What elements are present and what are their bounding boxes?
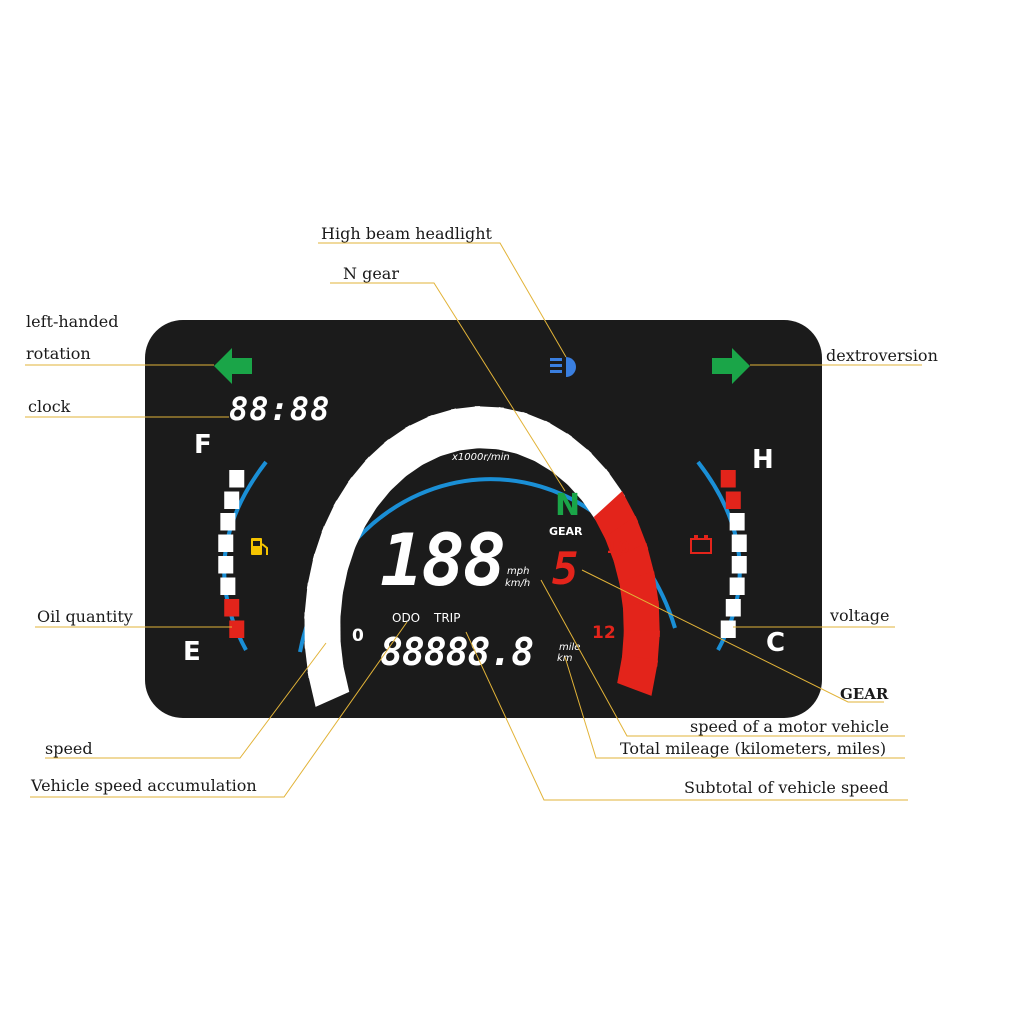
gauge-bar [729, 577, 745, 595]
rpm-tick-10: 10 [606, 538, 630, 558]
rpm-tick-8: 8 [563, 461, 575, 481]
fuel-empty-label: E [183, 637, 201, 667]
gauge-bar [725, 599, 741, 617]
callout-speed: speed [45, 739, 93, 758]
rpm-tick-12: 12 [592, 623, 616, 643]
callout-leader-lines [25, 242, 922, 801]
rpm-tick-0: 0 [352, 626, 364, 646]
tachometer-segment [348, 456, 392, 510]
voltage-gauge-bars [720, 470, 747, 638]
battery-icon [690, 535, 712, 554]
callout-dextroversion: dextroversion [826, 346, 938, 365]
rpm-tick-4: 4 [386, 461, 398, 481]
tachometer-segment [304, 639, 344, 679]
fuel-gauge-bars [218, 470, 245, 638]
gauge-bar [720, 620, 736, 638]
tachometer-segment [617, 654, 659, 696]
tachometer-segment [580, 468, 626, 522]
callout-rotation: rotation [26, 344, 91, 363]
gauge-bar [731, 534, 747, 552]
callout-oil-quantity: Oil quantity [37, 607, 133, 626]
gauge-bar [725, 491, 741, 509]
tachometer-segments [304, 406, 660, 707]
gauge-bar [731, 556, 747, 574]
tachometer-segment [450, 406, 481, 451]
tachometer-segment [593, 491, 639, 542]
leader-n-gear [330, 282, 566, 492]
tachometer-segment [566, 449, 610, 503]
callout-gear: GEAR [840, 685, 889, 703]
gauge-bar [229, 620, 245, 638]
rpm-tick-2: 2 [339, 537, 351, 557]
callout-n-gear: N gear [343, 264, 399, 283]
left-arrow-icon [214, 348, 252, 384]
leader-vehicle-speed-accumulation [30, 621, 408, 798]
odometer-display: 88888.8 [380, 630, 533, 674]
fuel-full-label: F [194, 430, 212, 460]
speed-unit-kmh: km/h [505, 578, 530, 589]
temp-hot-label: H [752, 445, 774, 475]
odo-label: ODO [392, 611, 420, 625]
temp-cold-label: C [766, 628, 785, 658]
leader-subtotal [465, 631, 908, 801]
leader-gear [581, 569, 884, 703]
rpm-unit: x1000r/min [451, 452, 510, 463]
callout-speed-motor: speed of a motor vehicle [690, 717, 890, 736]
callout-clock: clock [28, 397, 71, 416]
right-arrow-icon [712, 348, 750, 384]
tachometer-segment [619, 571, 660, 611]
distance-unit-mile: mile [559, 642, 580, 653]
leader-speed-motor [540, 579, 905, 737]
gauge-bar [220, 577, 236, 595]
high-beam-icon [550, 357, 576, 377]
gauge-bar [218, 534, 234, 552]
speed-display: 188 [380, 518, 504, 602]
trip-label: TRIP [433, 611, 460, 625]
tachometer-segment [622, 600, 660, 637]
callout-vehicle-speed-accumulation: Vehicle speed accumulation [31, 776, 257, 795]
gear-label: GEAR [549, 525, 583, 538]
leader-total-mileage [564, 656, 905, 759]
gauge-bar [720, 470, 736, 488]
tachometer-segment [312, 526, 356, 573]
leader-speed [45, 642, 327, 759]
speed-unit-mph: mph [507, 566, 529, 577]
neutral-indicator: N [555, 488, 580, 523]
gauge-bar [729, 513, 745, 531]
callout-subtotal: Subtotal of vehicle speed [684, 778, 889, 797]
tachometer-segment [532, 420, 572, 473]
gauge-bar [218, 556, 234, 574]
tachometer-segment [321, 500, 366, 550]
fuel-pump-icon [251, 538, 268, 555]
callout-voltage: voltage [830, 606, 890, 625]
gauge-bar [220, 513, 236, 531]
tachometer-segment [333, 477, 378, 529]
callout-high-beam: High beam headlight [321, 224, 492, 243]
gauge-bar [224, 599, 240, 617]
callout-left-handed: left-handed [26, 312, 119, 331]
distance-unit-km: km [557, 653, 573, 664]
tachometer-segment [365, 439, 408, 493]
gauge-bar [229, 470, 245, 488]
leader-high-beam [318, 242, 567, 358]
clock-display: 88:88 [229, 390, 330, 428]
callout-total-mileage: Total mileage (kilometers, miles) [620, 739, 887, 758]
tachometer-segment [550, 433, 592, 487]
tachometer-segment [304, 612, 341, 649]
gear-value: 5 [552, 544, 579, 595]
gauge-bar [224, 491, 240, 509]
rpm-tick-6: 6 [472, 427, 484, 447]
